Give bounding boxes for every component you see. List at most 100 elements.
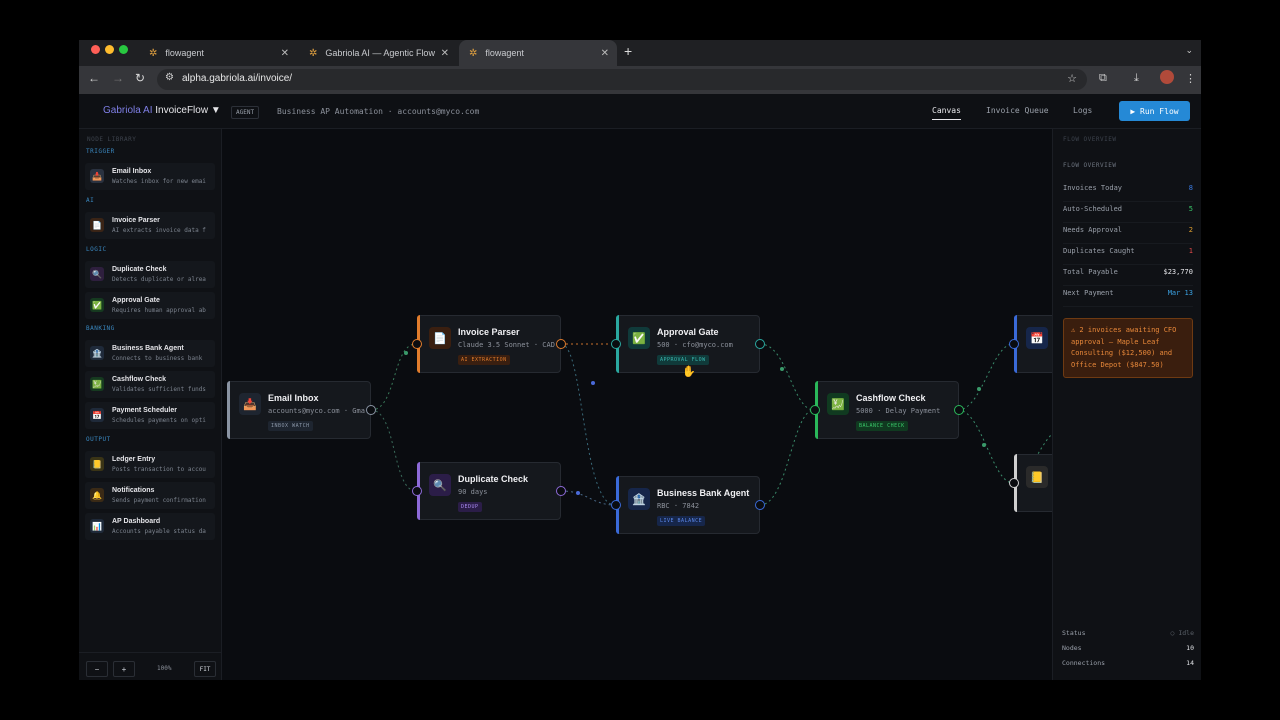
browser-tab[interactable]: ✲ Gabriola AI — Agentic Flow P ✕: [299, 40, 457, 66]
tab-search-icon[interactable]: ⌄: [1185, 45, 1193, 55]
edge-flow-dot: [591, 381, 595, 385]
edge-email-dup: [370, 409, 417, 492]
maximize-window-button[interactable]: [119, 45, 128, 54]
node-subtitle: 500 · cfo@myco.com: [657, 341, 733, 349]
tab-canvas[interactable]: Canvas: [932, 106, 961, 120]
zoom-out-button[interactable]: −: [86, 661, 108, 677]
stat-value: 2: [1188, 226, 1193, 234]
zoom-controls: − + 100% FIT: [79, 652, 222, 680]
input-port[interactable]: [810, 405, 820, 415]
node-type-icon: ✅: [90, 298, 104, 312]
output-port[interactable]: [366, 405, 376, 415]
output-port[interactable]: [755, 500, 765, 510]
tab-title: Gabriola AI — Agentic Flow P: [325, 48, 436, 58]
input-port[interactable]: [611, 500, 621, 510]
bookmark-star-icon[interactable]: ☆: [1067, 73, 1077, 85]
profile-avatar[interactable]: [1160, 70, 1174, 84]
footer-value: 10: [1186, 644, 1194, 652]
node-tag: DEDUP: [458, 502, 482, 512]
library-item-desc: Connects to business bank: [112, 355, 203, 362]
node-icon: 🔍: [429, 474, 451, 496]
approval-alert[interactable]: ⚠ 2 invoices awaiting CFO approval — Map…: [1063, 318, 1193, 378]
tab-logs[interactable]: Logs: [1073, 106, 1093, 115]
download-icon[interactable]: ⤓: [1134, 72, 1139, 84]
close-tab-icon[interactable]: ✕: [440, 47, 449, 59]
app-brand[interactable]: Gabriola AI InvoiceFlow ▼: [103, 105, 221, 116]
browser-menu-icon[interactable]: ⋮: [1185, 73, 1196, 85]
flow-selector[interactable]: InvoiceFlow ▼: [155, 105, 221, 116]
library-item-name: Business Bank Agent: [112, 345, 184, 352]
node-title: Business Bank Agent: [657, 488, 750, 498]
library-item-name: Invoice Parser: [112, 217, 160, 224]
back-icon[interactable]: ←: [88, 71, 100, 85]
edge-flow-dot: [982, 443, 986, 447]
mouse-cursor-icon: ✋: [682, 366, 696, 378]
new-tab-button[interactable]: +: [624, 43, 633, 59]
stat-value: Mar 13: [1167, 289, 1193, 297]
stat-label: Duplicates Caught: [1063, 247, 1135, 255]
category-output: OUTPUT: [86, 436, 111, 443]
reload-icon[interactable]: ↻: [135, 71, 146, 85]
node-title: Approval Gate: [657, 327, 719, 337]
input-port[interactable]: [412, 339, 422, 349]
output-port[interactable]: [556, 486, 566, 496]
site-info-icon[interactable]: ⚙: [165, 72, 174, 83]
input-port[interactable]: [1009, 478, 1019, 488]
header-subtitle: Business AP Automation · accounts@myco.c…: [277, 107, 480, 116]
library-item-name: AP Dashboard: [112, 518, 161, 525]
node-ledger[interactable]: 📒: [1014, 454, 1052, 512]
node-library: NODE LIBRARY TRIGGER AI LOGIC BANKING OU…: [79, 129, 222, 680]
library-item-name: Notifications: [112, 487, 155, 494]
output-port[interactable]: [755, 339, 765, 349]
node-title: Email Inbox: [268, 393, 319, 403]
flowagent-tab-icon: ✲: [309, 47, 318, 59]
input-port[interactable]: [1009, 339, 1019, 349]
node-accent-bar: [227, 381, 230, 439]
stat-value: 1: [1188, 247, 1193, 255]
input-port[interactable]: [611, 339, 621, 349]
extensions-icon[interactable]: ⧉: [1099, 72, 1107, 84]
output-port[interactable]: [556, 339, 566, 349]
footer-row: Nodes 10: [1062, 644, 1194, 658]
close-window-button[interactable]: [91, 45, 100, 54]
footer-label: Nodes: [1062, 644, 1082, 652]
minimize-window-button[interactable]: [105, 45, 114, 54]
node-subtitle: 90 days: [458, 488, 488, 496]
node-type-icon: 🔔: [90, 488, 104, 502]
address-bar[interactable]: ⚙ alpha.gabriola.ai/invoice/ ☆: [157, 69, 1087, 90]
category-banking: BANKING: [86, 325, 115, 332]
run-flow-button[interactable]: ▶ Run Flow: [1119, 101, 1190, 121]
node-sched[interactable]: 📅: [1014, 315, 1052, 373]
browser-tab[interactable]: ✲ flowagent ✕: [139, 40, 297, 66]
tab-invoice-queue[interactable]: Invoice Queue: [986, 106, 1049, 115]
brand-name: Gabriola AI: [103, 105, 153, 116]
node-type-icon: 📅: [90, 408, 104, 422]
input-port[interactable]: [412, 486, 422, 496]
close-tab-icon[interactable]: ✕: [600, 47, 609, 59]
zoom-in-button[interactable]: +: [113, 661, 135, 677]
forward-icon[interactable]: →: [112, 71, 124, 85]
browser-tab-active[interactable]: ✲ flowagent ✕: [459, 40, 617, 66]
node-subtitle: RBC · 7842: [657, 502, 700, 510]
fit-button[interactable]: FIT: [194, 661, 216, 677]
output-port[interactable]: [954, 405, 964, 415]
flowagent-tab-icon: ✲: [149, 47, 158, 59]
close-tab-icon[interactable]: ✕: [280, 47, 289, 59]
